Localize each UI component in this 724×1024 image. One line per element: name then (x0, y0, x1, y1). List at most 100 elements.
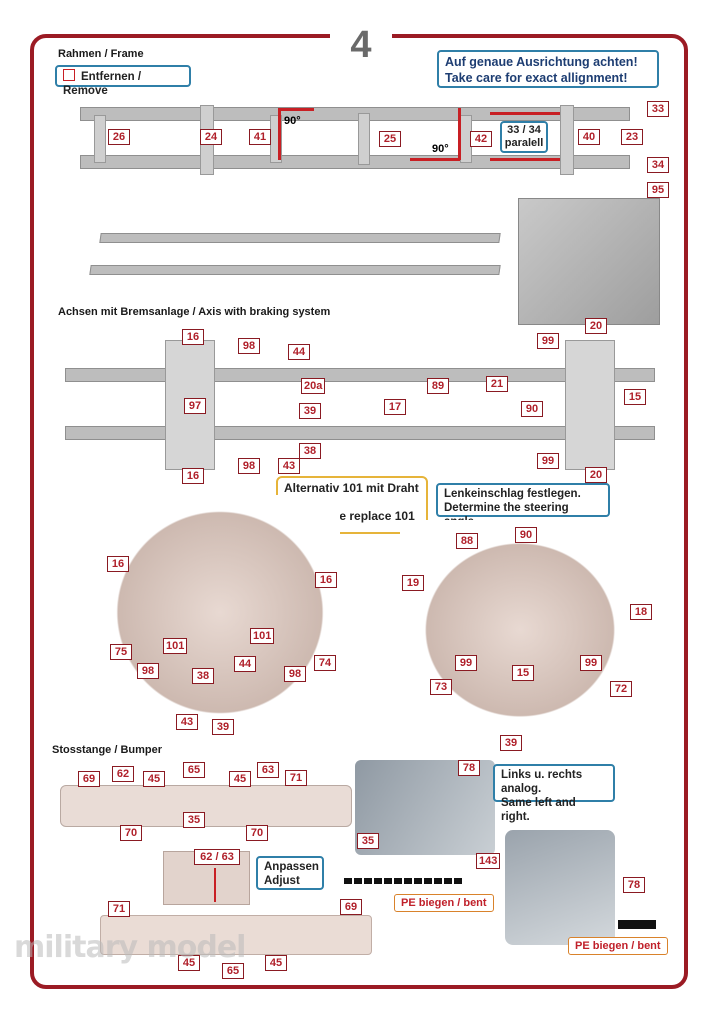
part-tag: 33 (647, 101, 669, 117)
frame-photo-top: 90° 90° 33 / 34 paralell (60, 95, 640, 190)
part-tag: 39 (299, 403, 321, 419)
part-tag: 15 (512, 665, 534, 681)
pe-fret (344, 878, 464, 884)
part-tag: 70 (120, 825, 142, 841)
part-tag: 16 (315, 572, 337, 588)
alignment-line (278, 108, 314, 111)
part-tag: 45 (143, 771, 165, 787)
part-tag: 21 (486, 376, 508, 392)
part-tag: 98 (238, 458, 260, 474)
frame-rail (99, 233, 501, 243)
part-tag: 38 (299, 443, 321, 459)
pe-detail-photo-2 (505, 830, 615, 945)
parallel-note: 33 / 34 paralell (500, 121, 548, 153)
part-tag: 45 (265, 955, 287, 971)
part-tag: 45 (178, 955, 200, 971)
steering-note-de: Lenkeinschlag festlegen. (444, 488, 581, 500)
angle-label: 90° (284, 115, 301, 127)
adjust-note: Anpassen Adjust (256, 856, 324, 890)
part-tag: 44 (234, 656, 256, 672)
crossmember (94, 115, 106, 163)
part-tag: 35 (357, 833, 379, 849)
part-tag: 75 (110, 644, 132, 660)
same-note: Links u. rechts analog. Same left and ri… (493, 764, 615, 823)
part-tag: 65 (222, 963, 244, 979)
part-tag: 95 (647, 182, 669, 198)
part-tag: 20a (301, 378, 326, 394)
part-tag: 65 (183, 762, 205, 778)
part-tag: 45 (229, 771, 251, 787)
alignment-note: Auf genaue Ausrichtung achten! Take care… (437, 50, 659, 88)
part-tag: 62 (112, 766, 134, 782)
part-tag: 98 (137, 663, 159, 679)
part-tag: 71 (108, 901, 130, 917)
bumper-photo-2 (100, 915, 372, 955)
step-number: 4 (330, 20, 392, 70)
section-title-frame: Rahmen / Frame (58, 48, 144, 60)
parallel-line (490, 112, 560, 115)
part-tag: 62 / 63 (194, 849, 240, 865)
remove-label: Entfernen / Remove (63, 71, 142, 97)
part-tag: 43 (176, 714, 198, 730)
part-tag: 20 (585, 467, 607, 483)
part-tag: 89 (427, 378, 449, 394)
frame-photo-perspective (89, 225, 510, 285)
part-tag: 17 (384, 399, 406, 415)
part-tag: 40 (578, 129, 600, 145)
angle-label: 90° (432, 143, 449, 155)
part-tag: 23 (621, 129, 643, 145)
alignment-en: Take care for exact allignment! (445, 71, 628, 85)
rear-axle (565, 340, 615, 470)
part-tag: 42 (470, 131, 492, 147)
frame-rail-upper (80, 107, 630, 121)
part-tag: 39 (212, 719, 234, 735)
part-tag: 99 (455, 655, 477, 671)
part-tag: 90 (521, 401, 543, 417)
cut-line (214, 868, 216, 902)
part-tag: 15 (624, 389, 646, 405)
part-tag: 16 (107, 556, 129, 572)
part-tag: 70 (246, 825, 268, 841)
remove-note: Entfernen / Remove (55, 65, 191, 97)
part-tag: 69 (340, 899, 362, 915)
axis-photo (65, 340, 655, 470)
part-tag: 41 (249, 129, 271, 145)
part-tag: 19 (402, 575, 424, 591)
alignment-line (458, 108, 461, 160)
pe-fret (618, 920, 656, 929)
bumper-photo (60, 785, 352, 827)
part-tag: 34 (647, 157, 669, 173)
alignment-de: Auf genaue Ausrichtung achten! (445, 55, 638, 69)
frame-closeup-photo (518, 198, 660, 325)
part-tag: 16 (182, 329, 204, 345)
part-tag: 78 (623, 877, 645, 893)
watermark: military model (14, 930, 246, 965)
part-tag: 63 (257, 762, 279, 778)
alignment-line (410, 158, 460, 161)
part-tag: 90 (515, 527, 537, 543)
part-tag: 25 (379, 131, 401, 147)
part-tag: 24 (200, 129, 222, 145)
part-tag: 71 (285, 770, 307, 786)
part-tag: 20 (585, 318, 607, 334)
alignment-line (278, 108, 281, 160)
part-tag: 88 (456, 533, 478, 549)
rear-axle-photo (400, 520, 640, 740)
part-tag: 99 (537, 333, 559, 349)
part-tag: 44 (288, 344, 310, 360)
part-tag: 99 (537, 453, 559, 469)
checkbox-icon (63, 69, 75, 81)
part-tag: 39 (500, 735, 522, 751)
part-tag: 16 (182, 468, 204, 484)
part-tag: 18 (630, 604, 652, 620)
part-tag: 72 (610, 681, 632, 697)
part-tag: 69 (78, 771, 100, 787)
part-tag: 35 (183, 812, 205, 828)
parallel-line (490, 158, 560, 161)
pe-note: PE biegen / bent (568, 937, 668, 955)
crossmember (560, 105, 574, 175)
part-tag: 74 (314, 655, 336, 671)
part-tag: 98 (238, 338, 260, 354)
part-tag: 143 (476, 853, 501, 869)
steering-note: Lenkeinschlag festlegen. Determine the s… (436, 483, 610, 528)
